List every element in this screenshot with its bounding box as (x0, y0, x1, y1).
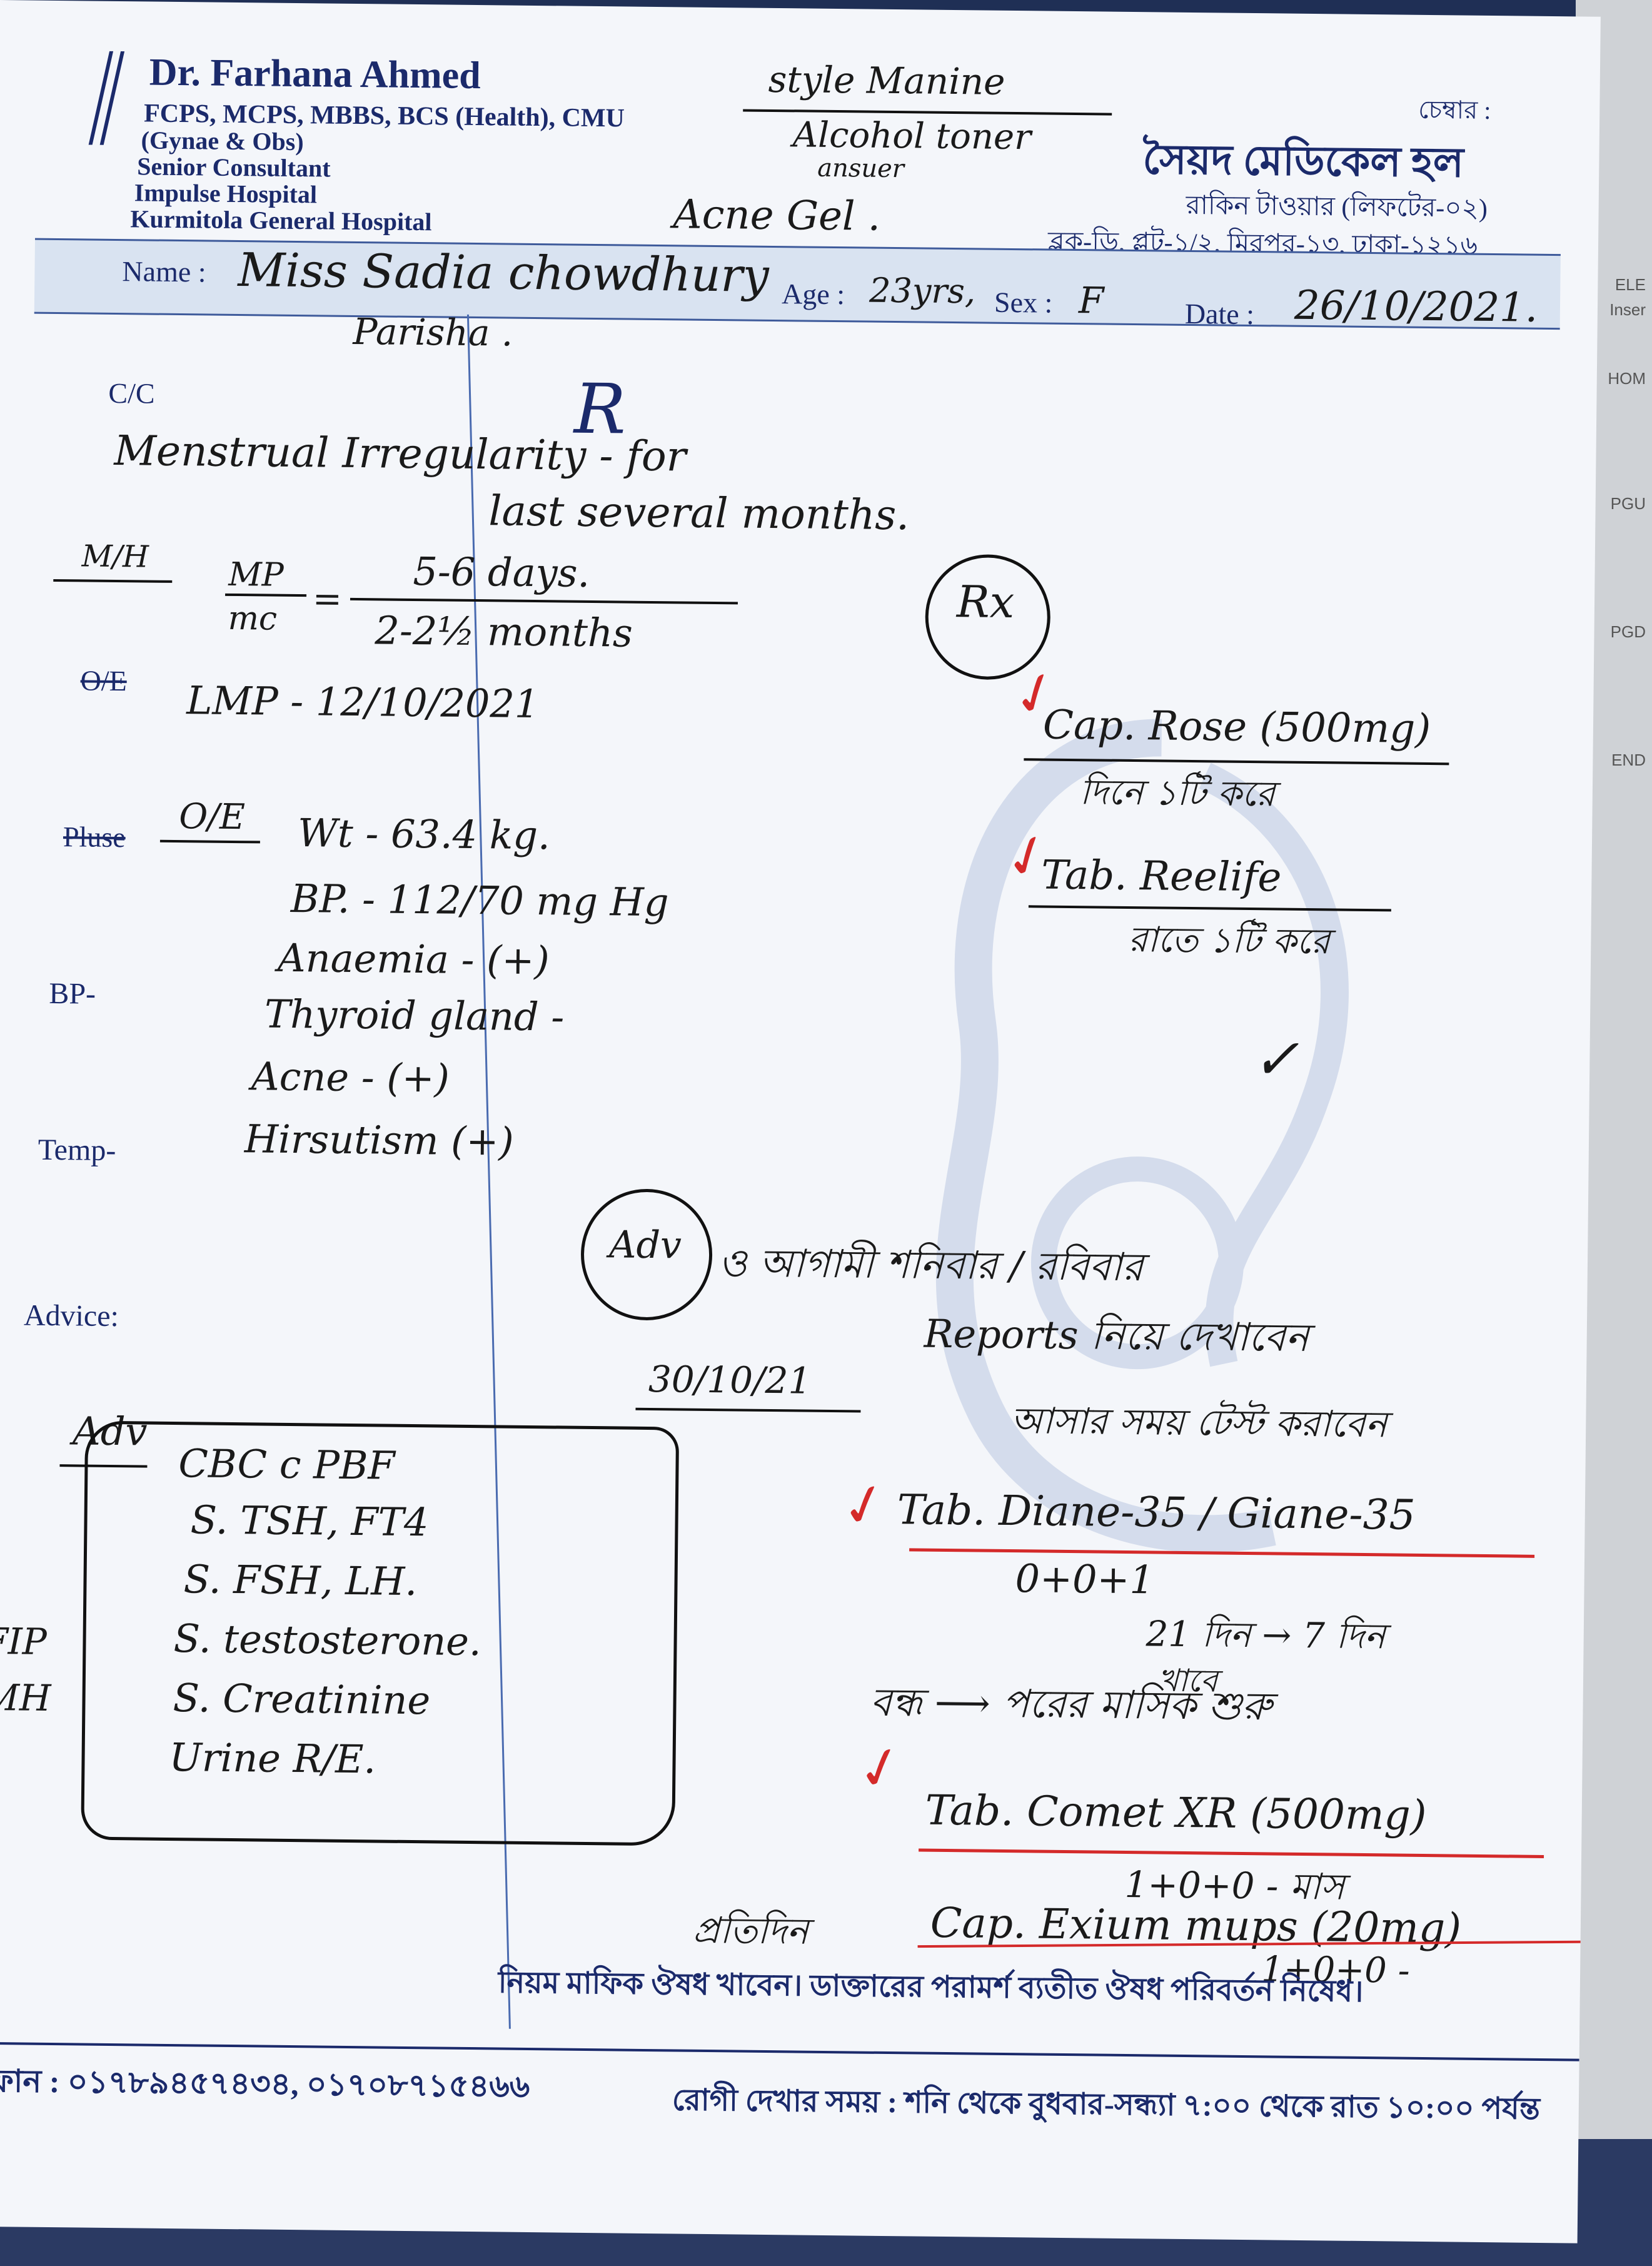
age-label: Age : (781, 278, 845, 311)
patient-name: Miss Sadia chowdhury (238, 243, 770, 303)
footer-instruction: নিয়ম মাফিক ঔষধ খাবেন। ডাক্তারের পরামর্শ… (498, 1966, 1364, 2009)
mh-underline (53, 579, 173, 583)
keyboard-key-label: ELE (1614, 275, 1646, 294)
hirsutism: Hirsutism (+) (244, 1116, 514, 1165)
label-oe: O/E (80, 664, 127, 697)
prescription-sheet: Dr. Farhana Ahmed FCPS, MCPS, MBBS, BCS … (0, 0, 1601, 2243)
medicine-1: Cap. Rose (500mg) (1042, 702, 1431, 753)
keyboard-key-label: PGU (1610, 494, 1646, 513)
investigation-item: S. TSH, FT4 (190, 1497, 429, 1545)
medicine-4-underline (919, 1848, 1544, 1859)
medicine-5-prefix: প্রতিদিন (692, 1908, 809, 1953)
investigation-item: CBC c PBF (178, 1440, 395, 1489)
keyboard-key-label: PGD (1610, 622, 1646, 641)
date-value: 26/10/2021. (1294, 282, 1538, 331)
followup-date: 30/10/21 (648, 1357, 812, 1402)
label-cc: C/C (108, 377, 155, 410)
patient-name-2: Parisha . (353, 310, 513, 355)
footer-rule (0, 2041, 1579, 2061)
doctor-name: Dr. Farhana Ahmed (149, 51, 481, 98)
rx-symbol: R (573, 368, 627, 450)
date-label: Date : (1184, 297, 1255, 331)
keyboard-key-label: Inser (1609, 300, 1646, 319)
advice-line-1: ও আগামী শনিবার / রবিবার (718, 1240, 1144, 1290)
medicine-3-dose: 0+0+1 (1015, 1555, 1155, 1603)
investigation-item: S. Creatinine (173, 1675, 431, 1724)
footer-hours: রোগী দেখার সময় : শনি থেকে বুধবার-সন্ধ্য… (672, 2083, 1541, 2126)
sex-value: F (1078, 279, 1104, 322)
mp-value-line (350, 597, 738, 605)
mp-fraction-line (225, 593, 307, 597)
check-mark-black: ✓ (1251, 1026, 1300, 1093)
mother-child-watermark (935, 719, 1349, 1553)
label-bp: BP- (49, 976, 96, 1011)
note-style-manine: style Manine (768, 58, 1005, 103)
label-advice: Advice: (23, 1298, 119, 1333)
chamber-label: চেম্বার : (1418, 95, 1491, 124)
medicine-3-note-3: বন্ধ ⟶ পরের মাসিক শুরু (870, 1679, 1272, 1729)
check-mark-red: ✓ (849, 1731, 912, 1806)
medicine-3: Tab. Diane-35 / Giane-35 (897, 1485, 1416, 1539)
investigation-item: S. FSH, LH. (183, 1556, 418, 1605)
mp-value: 5-6 days. (413, 548, 590, 596)
name-label: Name : (122, 255, 206, 288)
mc-value: 2-2½ months (375, 607, 633, 656)
keyboard-key-label: END (1611, 751, 1646, 769)
mh2-label: MH (0, 1676, 51, 1720)
mc-label: mc (228, 599, 278, 638)
anaemia: Anaemia - (+) (277, 934, 550, 984)
cc-line-2: last several months. (488, 487, 910, 540)
note-acne-gel: Acne Gel . (673, 191, 881, 240)
investigation-item: S. testosterone. (173, 1616, 482, 1665)
weight: Wt - 63.4 kg. (297, 810, 551, 859)
acne: Acne - (+) (251, 1053, 450, 1101)
blood-pressure: BP. - 112/70 mg Hg (290, 875, 669, 926)
equals-sign: = (312, 579, 343, 620)
followup-underline (635, 1407, 861, 1413)
rx-adv-label: Adv (608, 1223, 682, 1268)
lmp: LMP - 12/10/2021 (186, 677, 540, 727)
age-value: 23yrs, (869, 270, 976, 311)
keyboard-key-label: HOM (1608, 369, 1646, 388)
note-answer: ansuer (817, 153, 905, 184)
medicine-4: Tab. Comet XR (500mg) (925, 1786, 1427, 1840)
advice-line-3: আসার সময় টেস্ট করাবেন (1010, 1399, 1388, 1446)
mh-label: M/H (81, 539, 149, 575)
footer-phone: ফোন : ০১৭৮৯৪৫৭৪৩৪, ০১৭০৮৭১৫৪৬৬ (0, 2063, 530, 2105)
fip-label: FIP (0, 1619, 48, 1663)
logo-mark (88, 51, 125, 145)
oe-underline (159, 839, 260, 844)
medicine-2: Tab. Reelife (1041, 852, 1282, 901)
label-pulse: Pluse (63, 821, 126, 854)
label-temp: Temp- (38, 1133, 116, 1168)
sex-label: Sex : (994, 286, 1053, 319)
thyroid: Thyroid gland - (264, 991, 565, 1040)
note-alcohol-toner: Alcohol toner (792, 114, 1032, 158)
mp-label: MP (228, 555, 284, 594)
medicine-2-dose: রাতে ১টি করে (1128, 919, 1331, 963)
rx-circle-symbol: Rx (956, 576, 1015, 629)
advice-line-2: Reports নিয়ে দেখাবেন (924, 1310, 1309, 1361)
oe-label: O/E (179, 796, 246, 838)
hospital-2: Kurmitola General Hospital (130, 205, 432, 236)
medicine-1-dose: দিনে ১টি করে (1079, 772, 1276, 815)
investigation-item: Urine R/E. (169, 1734, 376, 1783)
